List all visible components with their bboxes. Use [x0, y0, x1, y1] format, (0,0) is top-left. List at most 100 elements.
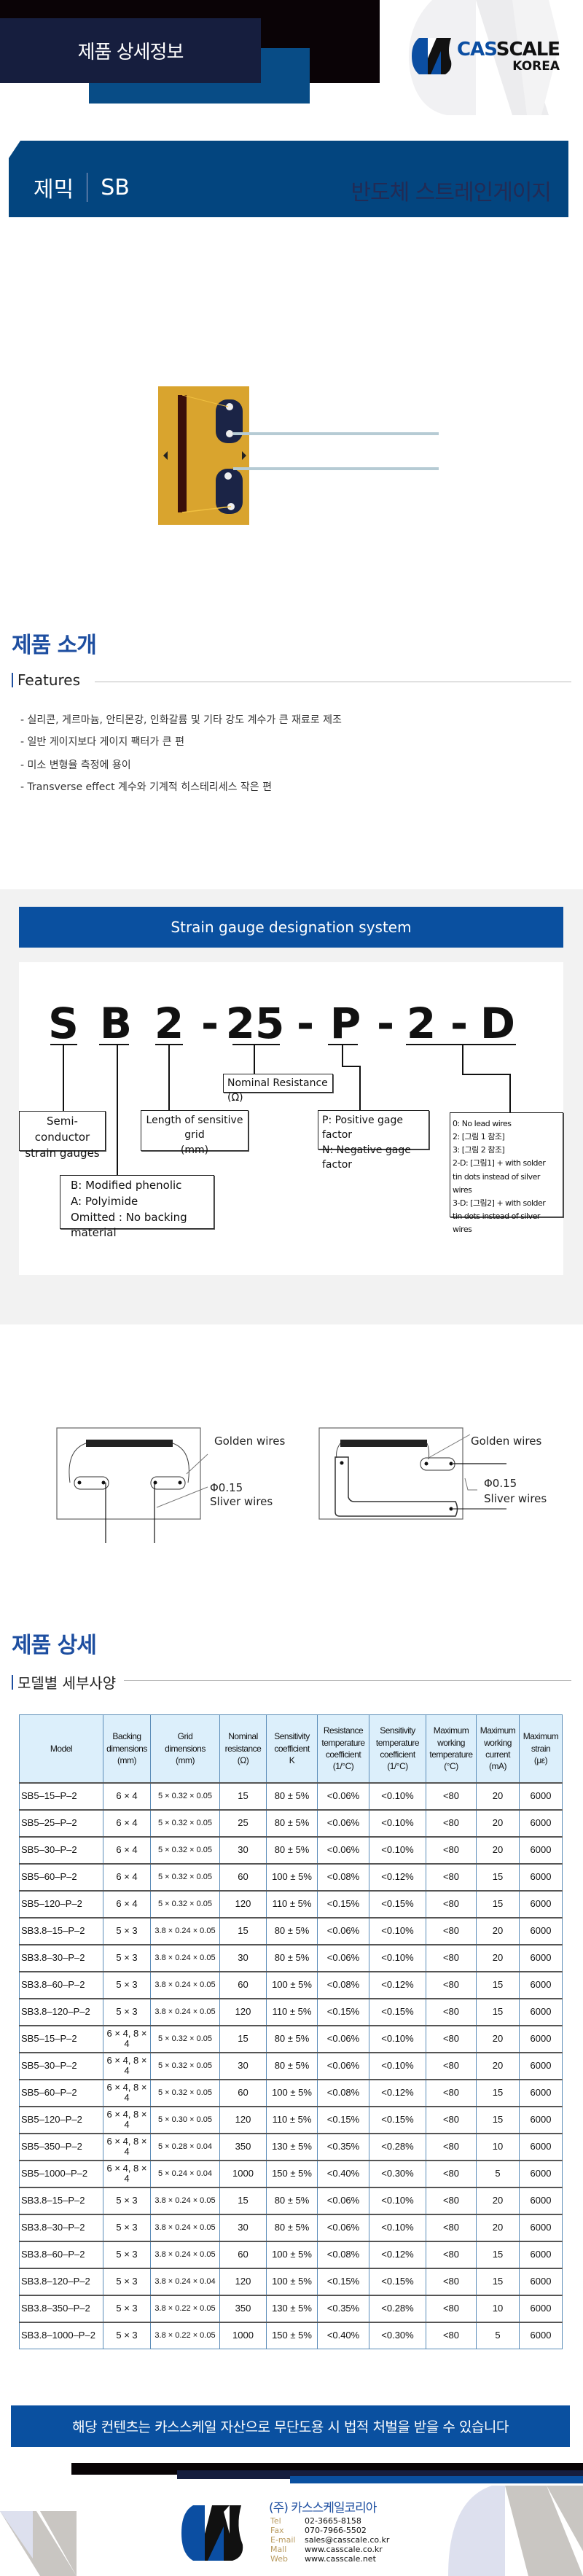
- table-cell: 3.8 × 0.24 × 0.05: [150, 2240, 220, 2268]
- header-line: Model: [50, 1743, 73, 1754]
- table-cell: 6 × 4, 8 × 4: [103, 2105, 151, 2134]
- header-line: working: [437, 1737, 465, 1748]
- table-cell: 120: [219, 2267, 267, 2295]
- header-line: Maximum: [433, 1725, 469, 1736]
- page-title: 제품 상세정보: [77, 42, 184, 63]
- table-cell: <0.06%: [317, 2024, 369, 2053]
- table-cell: <0.06%: [317, 2051, 369, 2080]
- table-cell: 150 ± 5%: [266, 2321, 318, 2349]
- table-cell: <80: [426, 2132, 477, 2161]
- table-cell: 6000: [519, 1970, 563, 1999]
- table-cell: 6 × 4: [103, 1889, 151, 1918]
- table-cell: 15: [476, 1862, 520, 1891]
- table-cell: 5 × 3: [103, 1970, 151, 1999]
- feature-item: - 일반 게이지보다 게이지 팩터가 큰 편: [20, 736, 184, 748]
- table-cell: 6000: [519, 1781, 563, 1810]
- header-line: current: [485, 1749, 510, 1760]
- table-cell: 6000: [519, 2267, 563, 2295]
- header-line: Grid: [177, 1731, 193, 1742]
- intro-section-title: 제품 소개: [12, 633, 97, 658]
- table-cell: SB3.8–120–P–2: [19, 2267, 103, 2295]
- table-cell: 60: [219, 2240, 267, 2268]
- header-line: Backing: [112, 1731, 141, 1742]
- table-cell: <0.10%: [369, 2024, 426, 2053]
- silver-wires-label: Sliver wires: [484, 1492, 547, 1505]
- table-cell: <80: [426, 2051, 477, 2080]
- product-image: [158, 386, 439, 525]
- table-cell: 6000: [519, 1862, 563, 1891]
- company-name: (주) 카스스케일코리아: [269, 2501, 377, 2515]
- table-cell: <0.15%: [317, 1997, 369, 2026]
- contact-value[interactable]: www.casscale.net: [305, 2554, 376, 2564]
- header-line: Sensitivity: [380, 1725, 415, 1736]
- table-cell: 3.8 × 0.24 × 0.05: [150, 1970, 220, 1999]
- cs-logo-icon: [412, 38, 452, 74]
- table-cell: <80: [426, 2024, 477, 2053]
- table-cell: SB3.8–60–P–2: [19, 2240, 103, 2268]
- header-line: (mm): [117, 1755, 136, 1765]
- table-cell: 15: [476, 1997, 520, 2026]
- table-cell: <80: [426, 2321, 477, 2349]
- header-line: (mA): [489, 1760, 507, 1771]
- table-cell: <80: [426, 1889, 477, 1918]
- table-cell: 60: [219, 1970, 267, 1999]
- header-line: coefficient: [325, 1749, 361, 1760]
- box-line: tin dots instead of silver wires: [453, 1171, 540, 1195]
- table-cell: 6000: [519, 1943, 563, 1972]
- box-line: A: Polyimide: [71, 1194, 138, 1208]
- contact-value[interactable]: sales@casscale.co.kr: [305, 2535, 390, 2545]
- table-cell: 80 ± 5%: [266, 2024, 318, 2053]
- column-header: Model: [19, 1714, 103, 1783]
- table-cell: 110 ± 5%: [266, 1889, 318, 1918]
- brand-logo[interactable]: CASSCALE KOREA: [412, 36, 560, 76]
- box-line: strain gauges: [25, 1146, 100, 1160]
- connector: [342, 1066, 360, 1067]
- table-cell: 80 ± 5%: [266, 1916, 318, 1945]
- table-cell: 80 ± 5%: [266, 2213, 318, 2241]
- table-cell: 80 ± 5%: [266, 2051, 318, 2080]
- underline: [99, 1044, 129, 1045]
- table-cell: 5 × 3: [103, 2240, 151, 2268]
- table-cell: 5 × 3: [103, 2321, 151, 2349]
- detail-section-title: 제품 상세: [12, 1633, 97, 1658]
- header-line: working: [484, 1737, 512, 1748]
- table-cell: SB5–30–P–2: [19, 2051, 103, 2080]
- contact-value[interactable]: www.casscale.co.kr: [305, 2545, 383, 2554]
- header-line: Resistance: [323, 1725, 364, 1736]
- table-cell: 20: [476, 1781, 520, 1810]
- table-cell: 20: [476, 2213, 520, 2241]
- box-line: tin dots instead of silver wires: [453, 1211, 540, 1235]
- header-line: resistance: [224, 1743, 262, 1754]
- table-cell: <0.06%: [317, 1781, 369, 1810]
- connector: [63, 1044, 64, 1111]
- table-cell: <80: [426, 1835, 477, 1864]
- table-cell: <0.30%: [369, 2159, 426, 2187]
- table-cell: 6 × 4: [103, 1781, 151, 1810]
- table-cell: 6000: [519, 2078, 563, 2107]
- silver-wires-label: Sliver wires: [210, 1495, 273, 1508]
- table-cell: <0.06%: [317, 1916, 369, 1945]
- contact-value: 070-7966-5502: [305, 2526, 367, 2535]
- box-line: B: Modified phenolic: [71, 1179, 182, 1192]
- table-cell: <0.06%: [317, 1808, 369, 1837]
- table-cell: 100 ± 5%: [266, 2240, 318, 2268]
- header-line: K: [289, 1755, 295, 1765]
- header-line: temperature: [429, 1749, 473, 1760]
- table-cell: 130 ± 5%: [266, 2294, 318, 2322]
